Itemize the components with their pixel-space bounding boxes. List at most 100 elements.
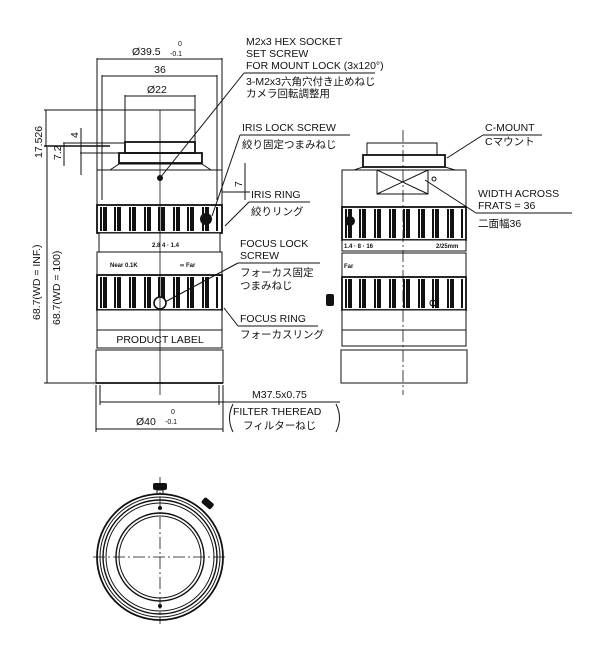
knurl-groove — [114, 277, 116, 308]
near-marking: Near 0.1K — [110, 263, 138, 269]
knurl-groove — [447, 279, 449, 308]
knurl-groove — [437, 209, 439, 238]
dim-4: 4 — [69, 132, 81, 138]
knurl-groove — [374, 279, 376, 308]
knurl-groove — [134, 207, 136, 231]
knurl-groove — [205, 277, 207, 308]
knurl-groove — [450, 209, 452, 238]
callout-filter-size: M37.5x0.75 — [252, 389, 307, 401]
knurl-groove — [392, 209, 394, 238]
callout-width-across-2: FRATS = 36 — [478, 200, 535, 212]
dim-7-2: 7.2 — [52, 145, 64, 160]
callout-width-across-jp: 二面幅36 — [478, 217, 521, 230]
knurl-groove — [117, 207, 119, 231]
knurl-groove — [450, 279, 452, 308]
knurl-groove — [192, 277, 194, 308]
knurl-groove — [161, 277, 163, 308]
knurl-groove — [187, 207, 189, 231]
knurl-groove — [216, 207, 218, 231]
callouts: M2x3 HEX SOCKET SET SCREW FOR MOUNT LOCK… — [159, 36, 384, 433]
dim-front-tol-lower: -0.1 — [165, 419, 177, 426]
knurl-groove — [190, 277, 192, 308]
callout-mount-lock-2: SET SCREW — [246, 48, 308, 60]
knurl-groove — [350, 279, 352, 308]
callout-iris-ring: IRIS RING — [251, 189, 301, 201]
dim-front-diameter: Ø40 — [136, 416, 156, 428]
knurl-groove — [435, 279, 437, 308]
knurl-groove — [147, 277, 149, 308]
dim-length-100: 68.7(WD = 100) — [51, 251, 63, 325]
knurl-groove — [105, 277, 107, 308]
dim-tol-lower: -0.1 — [170, 51, 182, 58]
knurl-groove — [119, 207, 121, 231]
knurl-groove — [216, 277, 218, 308]
knurl-groove — [408, 279, 410, 308]
knurl-groove — [119, 277, 121, 308]
knurl-groove — [432, 209, 434, 238]
knurl-groove — [129, 207, 131, 231]
knurl-groove — [377, 279, 379, 308]
knurl-groove — [176, 207, 178, 231]
side-aperture-scale: 1.4 · 8 · 16 — [344, 244, 374, 250]
knurl-groove — [103, 277, 105, 308]
iris-lock-screw — [200, 213, 212, 225]
knurl-groove — [114, 207, 116, 231]
knurl-groove — [161, 207, 163, 231]
aperture-scale-text: 2.8 4 · 1.4 — [152, 243, 180, 249]
knurl-groove — [406, 209, 408, 238]
knurl-groove — [134, 277, 136, 308]
dim-outer-diameter: Ø39.5 — [132, 46, 161, 58]
front-view-lens: 2.8 4 · 1.4 Near 0.1K ∞ Far PRODUCT LABE… — [95, 109, 224, 395]
knurl-groove — [437, 279, 439, 308]
knurl-groove — [187, 277, 189, 308]
knurl-groove — [359, 209, 361, 238]
iris-ring — [96, 204, 223, 234]
callout-focus-lock-jp1: フォーカス固定 — [240, 266, 314, 279]
knurl-groove — [149, 207, 151, 231]
knurl-groove — [149, 277, 151, 308]
callout-width-across-1: WIDTH ACROSS — [478, 188, 559, 200]
knurl-groove — [359, 279, 361, 308]
knurl-groove — [435, 209, 437, 238]
callout-c-mount-jp: Cマウント — [485, 136, 535, 148]
knurl-groove — [173, 277, 175, 308]
knurl-groove — [392, 279, 394, 308]
dim-length-inf: 68.7(WD = INF.) — [31, 244, 43, 320]
knurl-groove — [129, 277, 131, 308]
dim-front-tol-upper: 0 — [171, 409, 175, 416]
knurl-groove — [403, 209, 405, 238]
callout-focus-ring-jp: フォーカスリング — [240, 328, 324, 341]
knurl-groove — [423, 209, 425, 238]
callout-mount-lock-jp2: カメラ回転調整用 — [246, 87, 330, 100]
knurl-groove — [163, 207, 165, 231]
knurl-groove — [394, 279, 396, 308]
far-marking: ∞ Far — [180, 263, 196, 269]
dim-17-526: 17.526 — [33, 126, 45, 158]
dim-36: 36 — [154, 64, 166, 76]
knurl-groove — [132, 277, 134, 308]
rear-view — [93, 477, 227, 624]
knurl-groove — [421, 209, 423, 238]
callout-focus-ring: FOCUS RING — [240, 313, 306, 325]
knurl-groove — [374, 209, 376, 238]
knurl-groove — [362, 209, 364, 238]
knurl-groove — [389, 279, 391, 308]
callout-iris-lock: IRIS LOCK SCREW — [242, 122, 336, 134]
mount-flange — [118, 152, 203, 164]
knurl-groove — [377, 209, 379, 238]
side-focal-marking: 2/25mm — [436, 244, 458, 250]
knurl-groove — [144, 207, 146, 231]
knurl-groove — [178, 207, 180, 231]
knurl-groove — [100, 277, 102, 308]
callout-iris-lock-jp: 絞り固定つまみねじ — [242, 138, 337, 151]
knurl-groove — [379, 209, 381, 238]
callout-mount-lock-3: FOR MOUNT LOCK (3x120°) — [246, 60, 384, 72]
knurl-groove — [461, 209, 463, 238]
knurl-groove — [364, 209, 366, 238]
knurl-groove — [389, 209, 391, 238]
knurl-groove — [461, 279, 463, 308]
callout-mount-lock-jp1: 3-M2x3六角穴付き止めねじ — [246, 75, 376, 88]
callout-focus-lock-jp2: つまみねじ — [240, 280, 293, 292]
side-far-marking: Far — [344, 264, 354, 270]
